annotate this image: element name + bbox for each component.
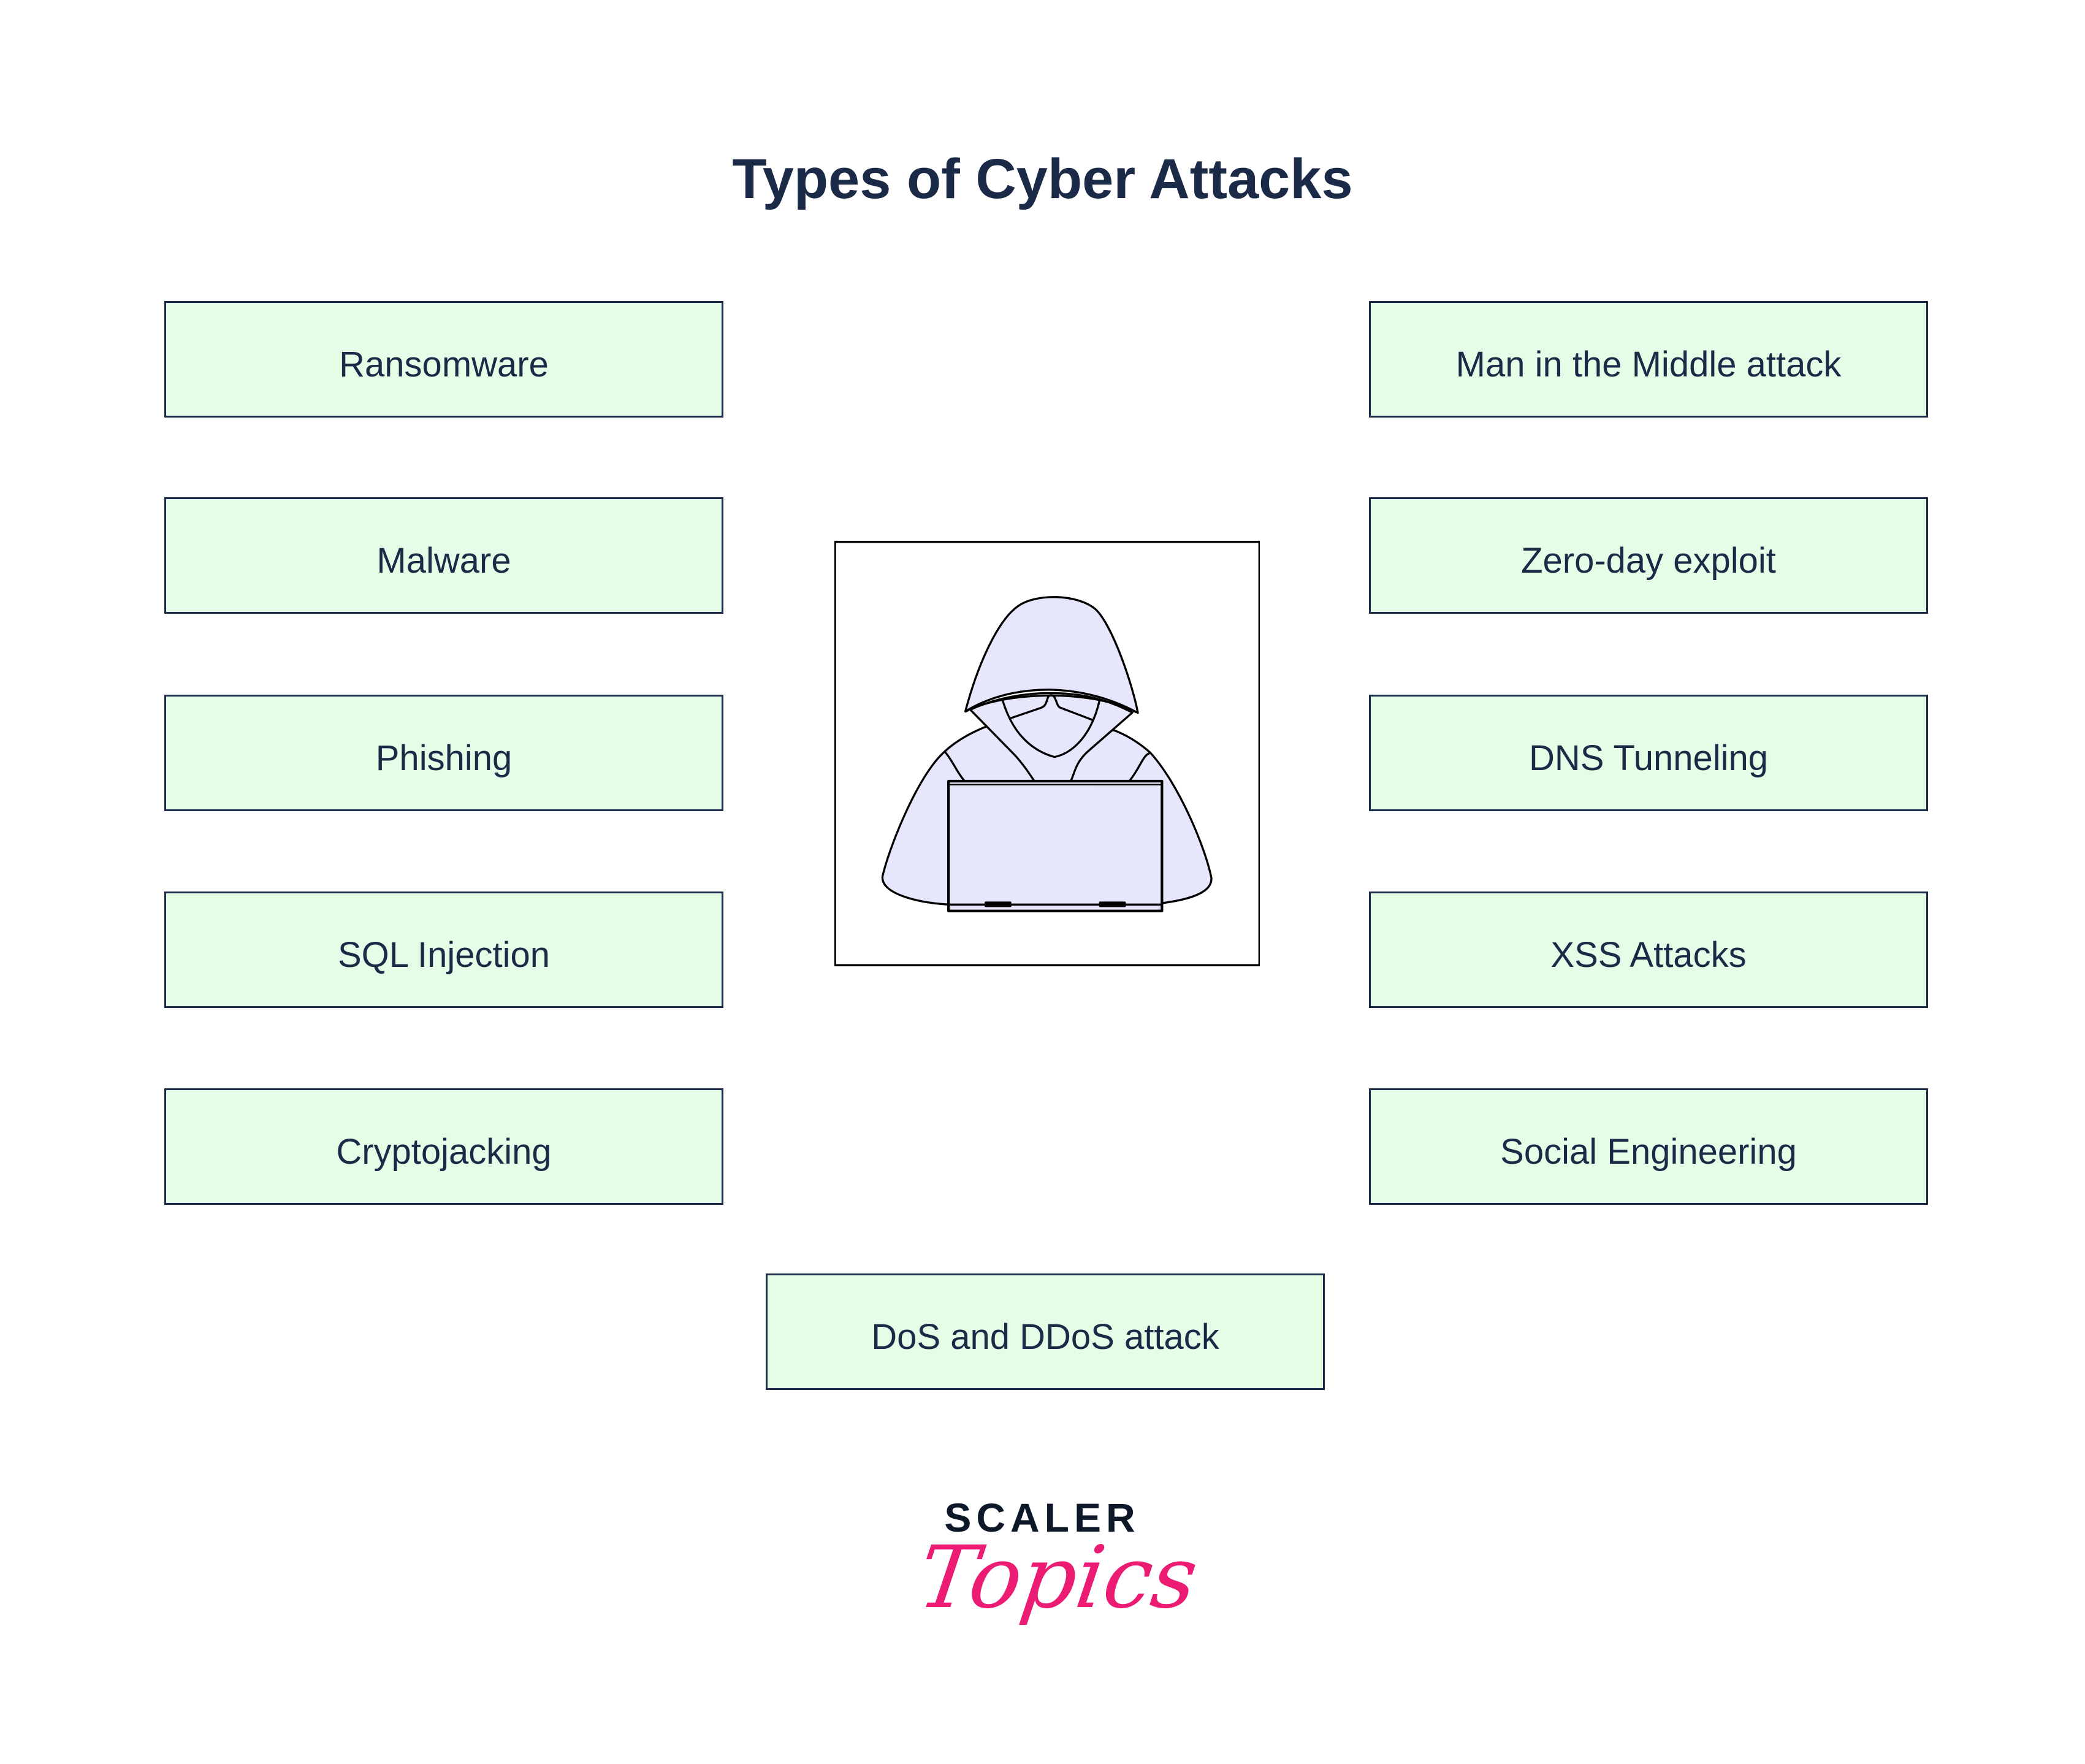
- attack-box-xss: XSS Attacks: [1369, 892, 1928, 1008]
- attack-box-mitm: Man in the Middle attack: [1369, 301, 1928, 418]
- attack-box-cryptojacking: Cryptojacking: [164, 1088, 723, 1205]
- page-title: Types of Cyber Attacks: [732, 148, 1353, 210]
- attack-box-malware: Malware: [164, 497, 723, 614]
- logo-scaler-text: SCALER: [944, 1495, 1140, 1540]
- attack-box-phishing: Phishing: [164, 695, 723, 811]
- attack-box-ransomware: Ransomware: [164, 301, 723, 418]
- attack-box-dos-ddos: DoS and DDoS attack: [766, 1273, 1325, 1390]
- hacker-icon: [834, 540, 1261, 967]
- attack-box-zero-day: Zero-day exploit: [1369, 497, 1928, 614]
- logo-topics-text: Topics: [912, 1528, 1203, 1628]
- attack-box-dns-tunneling: DNS Tunneling: [1369, 695, 1928, 811]
- attack-box-social-engineering: Social Engineering: [1369, 1088, 1928, 1205]
- scaler-topics-logo: SCALER Topics: [913, 1495, 1203, 1628]
- attack-box-sql-injection: SQL Injection: [164, 892, 723, 1008]
